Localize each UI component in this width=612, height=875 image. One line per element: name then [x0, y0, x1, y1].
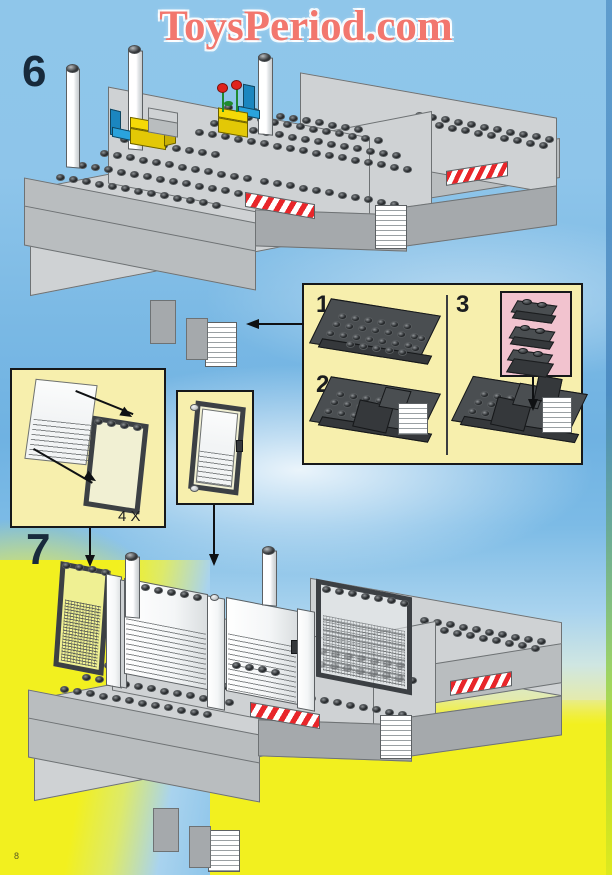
callout-divider	[446, 295, 448, 455]
pillar-right	[258, 56, 273, 136]
stair-unit-front	[205, 322, 237, 367]
wall-pillar-2-stud	[210, 594, 219, 601]
door-hinge-bottom	[190, 485, 199, 492]
door-handle	[236, 440, 243, 452]
step-7-number: 7	[26, 525, 51, 574]
flower-stem-right	[236, 88, 238, 112]
page-edge	[606, 0, 612, 875]
pillar7-right-stud	[262, 546, 275, 555]
stair-unit7-mid	[380, 715, 412, 759]
window-glass-blinds	[28, 418, 94, 465]
parts-inventory-inset	[500, 291, 572, 378]
arrow-parts-line	[532, 377, 534, 402]
door-blinds	[196, 450, 234, 490]
stair-unit7-front	[208, 830, 240, 872]
substep-3-number: 3	[456, 291, 470, 318]
stair-unit-mid	[375, 205, 407, 249]
pillar-left-stud	[66, 64, 79, 73]
flower-leaf	[224, 101, 233, 106]
support-leg-left	[150, 300, 176, 344]
arrow-door-head	[209, 554, 219, 566]
support-leg-right	[186, 318, 208, 360]
pillar7-mid	[125, 555, 140, 619]
window-arrow-top-head	[119, 406, 135, 422]
window-quantity-label: 4 X	[118, 508, 141, 525]
pillar-left	[66, 67, 80, 169]
window-callout-box: 4 X	[10, 368, 166, 528]
door-hinge-top	[190, 404, 199, 411]
page-number: 8	[14, 851, 20, 861]
flower-left	[217, 83, 228, 93]
step-6-number: 6	[22, 47, 47, 96]
flower-stem-left	[222, 90, 224, 112]
support-leg7-right	[189, 826, 211, 868]
arrow-parts-head	[528, 399, 538, 411]
arrow-window-head	[85, 555, 95, 567]
arrow-to-model-head	[246, 319, 259, 329]
arrow-window-line	[89, 528, 91, 558]
arrow-to-model-line	[258, 323, 304, 325]
substep-callout-box: 1 2 3	[302, 283, 588, 465]
support-leg7-left	[153, 808, 179, 852]
pillar7-right	[262, 549, 277, 607]
pillar-mid-stud	[128, 45, 141, 54]
flower-right	[231, 80, 242, 90]
pillar7-mid-stud	[125, 552, 138, 561]
wall-pillar-3	[297, 608, 315, 712]
arrow-door-line	[213, 505, 215, 557]
pillar-right-stud	[258, 53, 271, 62]
door-callout-box	[176, 390, 254, 505]
wall-pillar-2	[207, 595, 225, 711]
